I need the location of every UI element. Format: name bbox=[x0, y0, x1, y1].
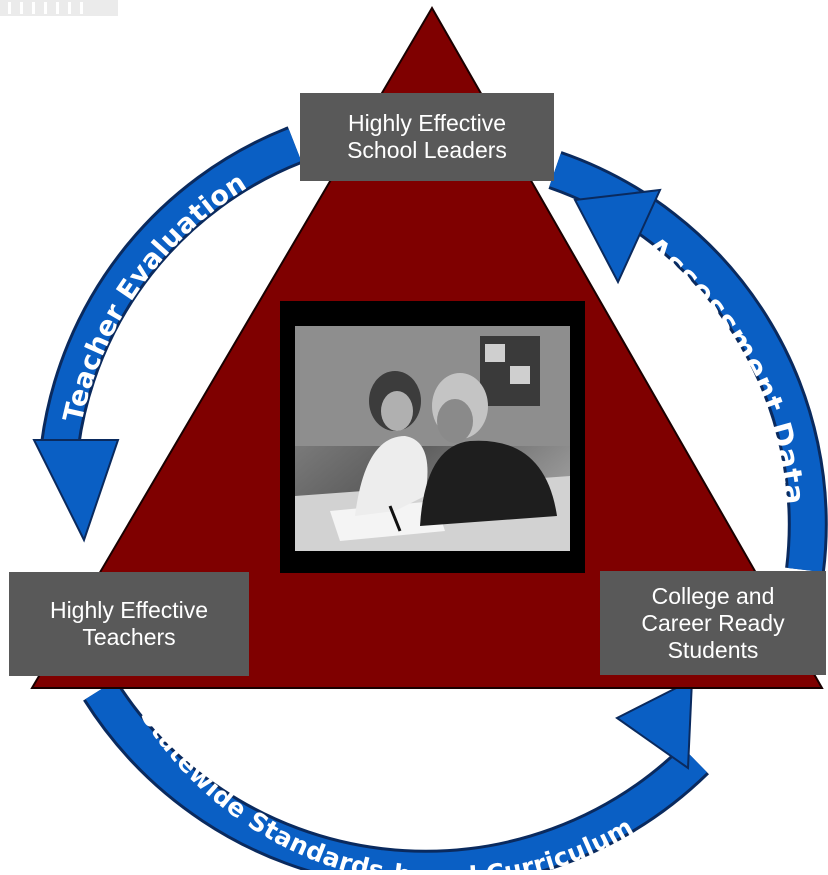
right-arrowhead-icon bbox=[573, 188, 662, 285]
label-statewide-curriculum-path: Statewide Standards-based Curriculum bbox=[135, 702, 638, 875]
box-teachers-line-1: Highly Effective bbox=[49, 597, 209, 623]
photo bbox=[295, 326, 570, 551]
box-students: College and Career Ready Students bbox=[600, 571, 826, 675]
building-logo-icon bbox=[0, 0, 118, 16]
photo-frame bbox=[280, 301, 585, 573]
box-students-line-1: College and bbox=[651, 582, 775, 609]
bottom-arrowhead-icon bbox=[615, 678, 694, 770]
box-school-leaders-line-1: Highly Effective bbox=[347, 110, 507, 136]
box-students-line-3: Students bbox=[667, 636, 759, 663]
box-students-line-2: Career Ready bbox=[641, 609, 785, 636]
teacher-helping-student-photo-icon bbox=[295, 326, 570, 551]
box-school-leaders-line-2: School Leaders bbox=[347, 137, 507, 163]
label-statewide-curriculum: Statewide Standards-based Curriculum bbox=[135, 702, 638, 870]
box-teachers: Highly Effective Teachers bbox=[9, 572, 249, 676]
box-school-leaders: Highly Effective School Leaders bbox=[300, 93, 554, 181]
box-teachers-line-2: Teachers bbox=[82, 624, 176, 650]
left-arrowhead-icon bbox=[32, 439, 120, 543]
